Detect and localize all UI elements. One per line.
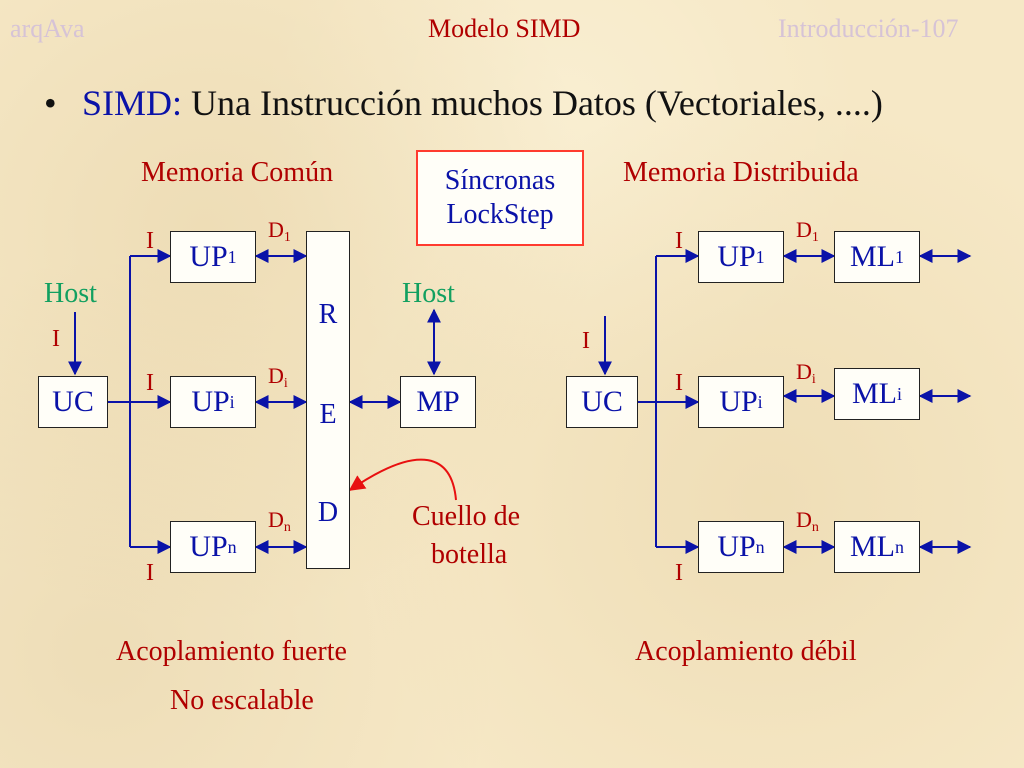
right-mln-sub: n — [895, 537, 904, 557]
right-dn-text: D — [796, 507, 812, 532]
sync-box: Síncronas LockStep — [416, 150, 584, 246]
left-instr-label-1: I — [146, 228, 154, 254]
right-uc-label: UC — [581, 385, 623, 418]
left-scalable: No escalable — [170, 685, 314, 716]
header-slide-number: Introducción-107 — [778, 14, 959, 43]
right-upi-label: UP — [719, 385, 758, 418]
left-coupling: Acoplamiento fuerte — [116, 636, 347, 667]
left-instr-label-i: I — [146, 370, 154, 396]
left-red-letter-r: R — [318, 299, 338, 330]
left-up1-sub: 1 — [227, 247, 237, 267]
right-d1-text: D — [796, 217, 812, 242]
bullet-text: Una Instrucción muchos Datos (Vectoriale… — [182, 83, 883, 123]
left-red-interconnect — [306, 231, 350, 569]
left-dn-text: D — [268, 507, 284, 532]
bullet-line: • SIMD: Una Instrucción muchos Datos (Vec… — [44, 82, 883, 124]
right-mli-label: ML — [851, 377, 897, 410]
sync-line2: LockStep — [446, 199, 554, 230]
header-title: Modelo SIMD — [428, 14, 581, 43]
left-uc-label: UC — [52, 385, 94, 418]
left-uc-box: UC — [38, 376, 108, 428]
left-upi-label: UP — [191, 385, 230, 418]
right-up1-label: UP — [717, 240, 756, 273]
left-upn-label: UP — [189, 530, 228, 563]
bottleneck-line1: Cuello de — [412, 501, 521, 532]
left-upi-sub: i — [229, 392, 235, 412]
left-red-letter-d: D — [317, 497, 339, 528]
left-d1-text: D — [268, 217, 284, 242]
left-di-text: D — [268, 363, 284, 388]
right-mln-label: ML — [850, 530, 895, 563]
bullet-prefix: SIMD: — [82, 83, 183, 123]
right-upn-label: UP — [717, 530, 756, 563]
right-instr-label-host: I — [582, 328, 590, 354]
right-instr-label-1: I — [675, 228, 683, 254]
left-mp-label: MP — [416, 385, 460, 418]
right-di-sub: i — [811, 372, 816, 387]
right-di-label: Di — [796, 360, 816, 392]
left-red-letter-e: E — [319, 399, 337, 430]
right-di-text: D — [796, 359, 812, 384]
left-upn-sub: n — [227, 537, 237, 557]
right-dn-label: Dn — [796, 508, 819, 540]
left-instr-label-n: I — [146, 560, 154, 586]
left-instr-label-host: I — [52, 326, 60, 352]
right-instr-label-n: I — [675, 560, 683, 586]
left-host-right-label: Host — [402, 278, 455, 309]
right-title: Memoria Distribuida — [623, 157, 859, 188]
right-ml1-label: ML — [850, 240, 895, 273]
right-mli-sub: i — [896, 384, 902, 404]
right-up1-sub: 1 — [755, 247, 765, 267]
left-di-sub: i — [283, 376, 288, 391]
right-upn-sub: n — [755, 537, 765, 557]
right-d1-label: D1 — [796, 218, 819, 250]
bullet-dot-icon: • — [44, 83, 57, 123]
sync-line1: Síncronas — [444, 165, 556, 196]
left-host-label: Host — [44, 278, 97, 309]
left-d1-sub: 1 — [283, 230, 291, 245]
left-dn-label: Dn — [268, 508, 291, 540]
right-coupling: Acoplamiento débil — [635, 636, 857, 667]
left-di-label: Di — [268, 364, 288, 396]
left-title: Memoria Común — [141, 157, 334, 188]
right-dn-sub: n — [811, 520, 819, 535]
right-ml1-sub: 1 — [895, 247, 904, 267]
bottleneck-line2: botella — [431, 539, 508, 570]
right-d1-sub: 1 — [811, 230, 819, 245]
left-dn-sub: n — [283, 520, 291, 535]
right-uc-box: UC — [566, 376, 638, 428]
bottleneck-arrow — [348, 458, 457, 501]
right-instr-label-i: I — [675, 370, 683, 396]
left-up1-label: UP — [189, 240, 228, 273]
left-mp-box: MP — [400, 376, 476, 428]
header-course: arqAva — [10, 14, 85, 43]
left-d1-label: D1 — [268, 218, 291, 250]
right-upi-sub: i — [757, 392, 763, 412]
